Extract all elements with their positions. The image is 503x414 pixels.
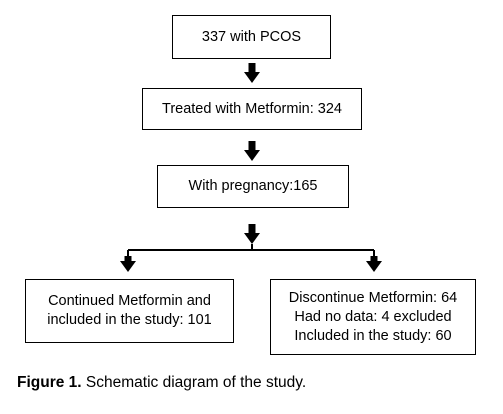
figure-caption: Figure 1. Schematic diagram of the study… — [17, 374, 306, 392]
box-continued-metformin: Continued Metformin and included in the … — [25, 279, 234, 343]
box-text: With pregnancy:165 — [188, 178, 318, 194]
caption-label: Figure 1. — [17, 374, 82, 391]
arrow-3-to-split — [244, 224, 260, 244]
arrow-2-to-3 — [244, 141, 260, 161]
branch-connector — [127, 244, 375, 259]
box-text: Continued Metformin and — [48, 293, 211, 309]
box-text: Included in the study: 60 — [294, 327, 452, 344]
box-discontinued-metformin: Discontinue Metformin: 64 Had no data: 4… — [270, 279, 476, 355]
box-text: Treated with Metformin: 324 — [162, 100, 342, 117]
box-with-pregnancy: With pregnancy:165 — [157, 165, 349, 208]
caption-text: Schematic diagram of the study. — [81, 374, 307, 391]
box-text: Discontinue Metformin: 64 — [288, 289, 458, 306]
arrowhead-left — [120, 256, 136, 272]
box-text: included in the study: 101 — [47, 312, 212, 328]
box-text: 337 with PCOS — [201, 28, 302, 45]
box-treated-metformin: Treated with Metformin: 324 — [142, 88, 362, 130]
arrowhead-right — [366, 256, 382, 272]
box-total-pcos: 337 with PCOS — [172, 15, 331, 59]
box-text: Had no data: 4 excluded — [294, 308, 452, 325]
arrow-1-to-2 — [244, 63, 260, 83]
